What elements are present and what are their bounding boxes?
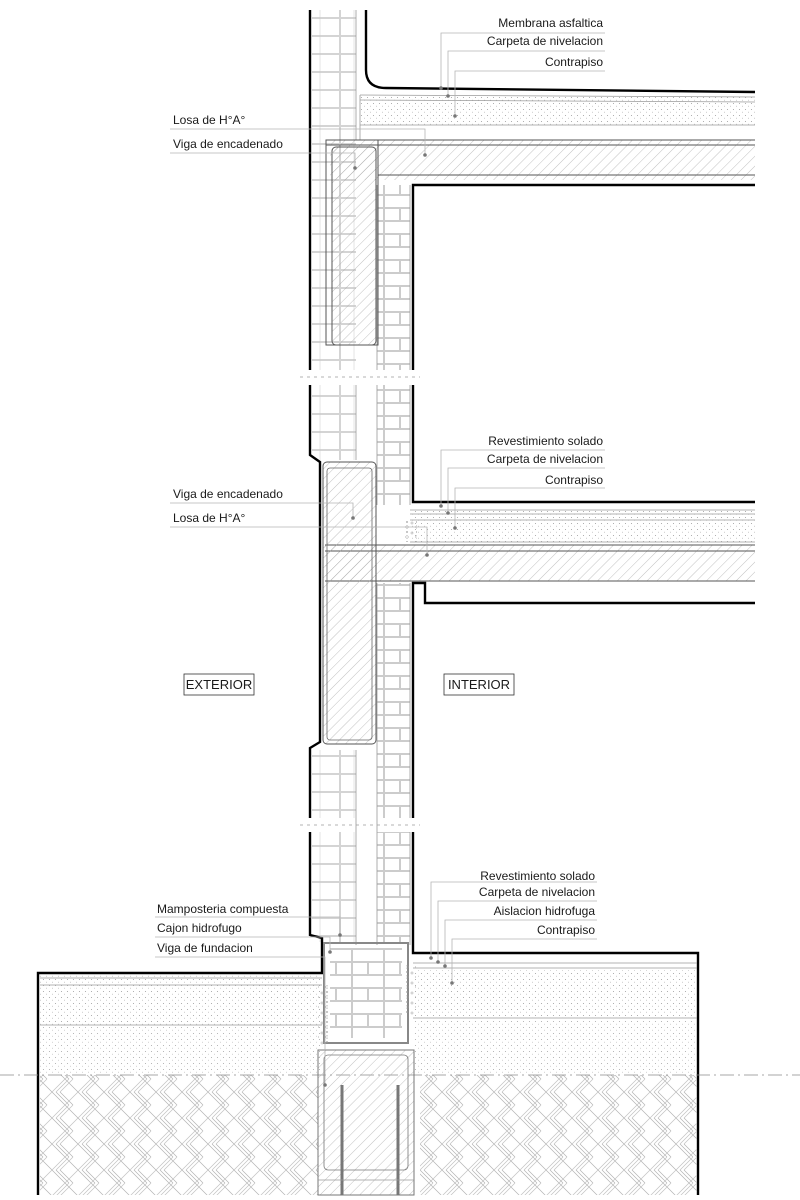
label-revestimiento-solado-mid: Revestimiento solado: [488, 434, 603, 448]
ground-foundation-assembly: [0, 832, 800, 1196]
label-contrapiso-mid: Contrapiso: [545, 473, 603, 487]
label-losa-roof: Losa de H°A°: [173, 113, 246, 127]
label-exterior: EXTERIOR: [186, 677, 252, 692]
leader-lines: [155, 32, 605, 1087]
label-contrapiso-roof: Contrapiso: [545, 55, 603, 69]
roof-labels: Membrana asfaltica Carpeta de nivelacion…: [173, 16, 603, 151]
label-aislacion-hidrofuga: Aislacion hidrofuga: [494, 904, 596, 918]
mid-floor-labels: Revestimiento solado Carpeta de nivelaci…: [173, 434, 603, 525]
label-interior: INTERIOR: [448, 677, 510, 692]
label-carpeta-nivelacion-ground: Carpeta de nivelacion: [479, 885, 595, 899]
label-viga-encadenado-mid: Viga de encadenado: [173, 487, 283, 501]
label-membrana-asfaltica: Membrana asfaltica: [498, 16, 603, 30]
exterior-box: [183, 673, 255, 696]
label-viga-encadenado-roof: Viga de encadenado: [173, 137, 283, 151]
label-mamposteria-compuesta: Mamposteria compuesta: [157, 902, 289, 916]
label-cajon-hidrofugo: Cajon hidrofugo: [157, 921, 242, 935]
label-carpeta-nivelacion-roof: Carpeta de nivelacion: [487, 34, 603, 48]
label-revestimiento-solado-ground: Revestimiento solado: [480, 869, 595, 883]
exterior-wall: [300, 10, 420, 955]
roof-assembly: [325, 10, 756, 370]
label-viga-fundacion: Viga de fundacion: [157, 941, 253, 955]
mid-floor-assembly: [322, 385, 755, 818]
label-contrapiso-ground: Contrapiso: [537, 923, 595, 937]
ground-labels: Revestimiento solado Carpeta de nivelaci…: [157, 869, 595, 955]
interior-box: [443, 673, 515, 696]
zone-labels: EXTERIOR INTERIOR: [183, 673, 515, 696]
label-carpeta-nivelacion-mid: Carpeta de nivelacion: [487, 452, 603, 466]
label-losa-mid: Losa de H°A°: [173, 511, 246, 525]
